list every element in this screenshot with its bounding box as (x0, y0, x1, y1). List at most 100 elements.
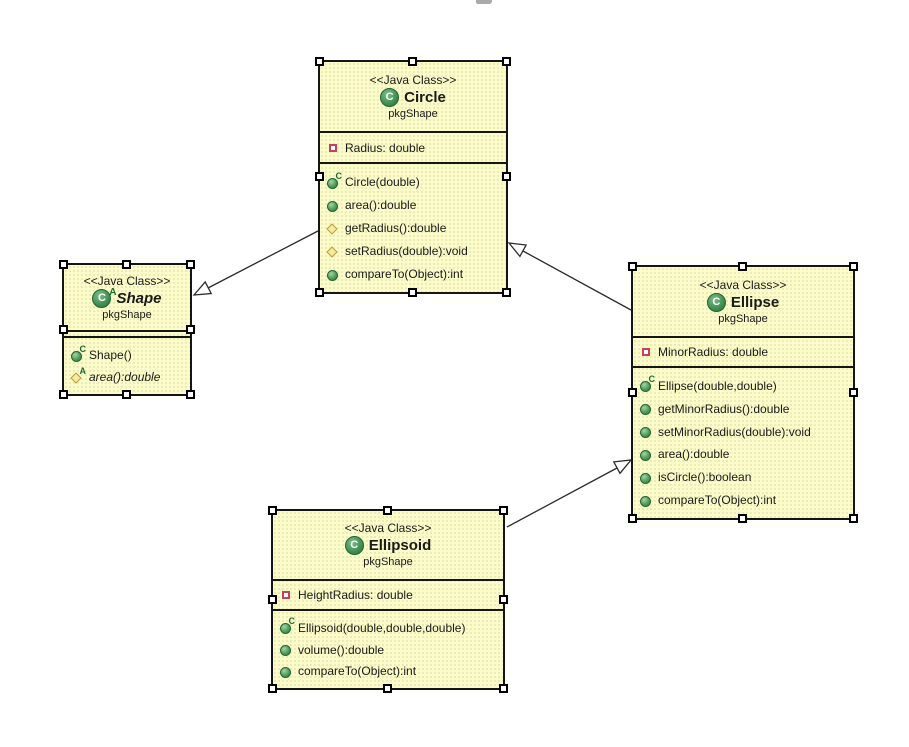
selection-handle[interactable] (738, 262, 747, 271)
class-box-ellipse[interactable]: <<Java Class>> C Ellipse pkgShape MinorR… (628, 262, 858, 523)
public-method-icon (640, 448, 652, 461)
method-row[interactable]: setMinorRadius(double):void (633, 425, 853, 439)
selection-handle[interactable] (186, 390, 195, 399)
method-row[interactable]: getRadius():double (320, 221, 506, 235)
package-label: pkgShape (102, 308, 152, 321)
selection-handle[interactable] (59, 260, 68, 269)
selection-handle[interactable] (408, 57, 417, 66)
method-row[interactable]: volume():double (273, 643, 503, 657)
method-row[interactable]: C Shape() (64, 344, 190, 362)
method-label: Circle(double) (345, 175, 420, 189)
attribute-row[interactable]: MinorRadius: double (633, 345, 853, 359)
method-row[interactable]: isCircle():boolean (633, 470, 853, 484)
method-row[interactable]: area():double (633, 447, 853, 461)
method-row[interactable]: getMinorRadius():double (633, 402, 853, 416)
attributes-compartment: Radius: double (320, 131, 506, 162)
method-row[interactable]: compareTo(Object):int (320, 267, 506, 281)
public-method-icon (640, 402, 652, 416)
constructor-icon: C (640, 374, 655, 393)
generalization-arrow-circle-to-shape[interactable] (192, 230, 319, 296)
selection-handle[interactable] (849, 387, 858, 397)
method-label: area():double (345, 198, 417, 212)
public-method-icon (640, 494, 652, 507)
selection-handle[interactable] (499, 506, 508, 515)
attribute-label: HeightRadius: double (298, 588, 413, 602)
method-row[interactable]: C Circle(double) (320, 171, 506, 189)
selection-handle[interactable] (268, 506, 277, 515)
class-icon-letter: C (385, 90, 394, 103)
selection-handle[interactable] (849, 262, 858, 271)
constructor-icon: C (327, 171, 342, 189)
method-label: volume():double (298, 642, 385, 657)
stereotype-label: <<Java Class>> (369, 72, 457, 87)
selection-handle[interactable] (59, 390, 68, 399)
protected-method-icon (326, 222, 339, 235)
generalization-arrow-ellipse-to-circle[interactable] (507, 242, 632, 311)
method-row[interactable]: A area():double (64, 366, 190, 384)
selection-handle[interactable] (315, 172, 324, 181)
method-row[interactable]: C Ellipsoid(double,double,double) (273, 616, 503, 635)
clipped-text-artifact (476, 0, 492, 4)
attribute-row[interactable]: HeightRadius: double (273, 588, 503, 602)
class-header: <<Java Class>> C Ellipsoid pkgShape (273, 511, 503, 579)
abstract-method-icon: A (70, 366, 86, 384)
class-box-circle[interactable]: <<Java Class>> C Circle pkgShape Radius:… (315, 57, 511, 297)
selection-handle[interactable] (383, 684, 392, 693)
selection-handle[interactable] (122, 390, 131, 399)
selection-handle[interactable] (628, 514, 637, 523)
public-method-icon (280, 665, 292, 678)
method-row[interactable]: C Ellipse(double,double) (633, 374, 853, 393)
selection-handle[interactable] (186, 324, 195, 334)
public-method-icon (640, 425, 652, 439)
selection-handle[interactable] (408, 288, 417, 297)
selection-handle[interactable] (499, 684, 508, 693)
method-label: Shape() (89, 348, 132, 362)
class-name: Ellipsoid (368, 537, 432, 554)
private-field-icon (329, 143, 337, 152)
protected-method-icon (326, 245, 339, 258)
selection-handle[interactable] (499, 594, 508, 604)
public-method-icon (327, 199, 339, 212)
selection-handle[interactable] (502, 288, 511, 297)
selection-handle[interactable] (268, 684, 277, 693)
selection-handle[interactable] (738, 514, 747, 523)
selection-handle[interactable] (59, 324, 68, 334)
selection-handle[interactable] (122, 260, 131, 269)
stereotype-label: <<Java Class>> (699, 277, 787, 292)
generalization-arrow-ellipsoid-to-ellipse[interactable] (506, 459, 633, 528)
selection-handle[interactable] (315, 57, 324, 66)
method-label: Ellipsoid(double,double,double) (298, 620, 466, 635)
public-method-icon (280, 643, 292, 656)
selection-handle[interactable] (268, 594, 277, 604)
selection-handle[interactable] (315, 288, 324, 297)
method-label: area():double (89, 370, 161, 384)
attributes-compartment-empty (64, 330, 190, 336)
selection-handle[interactable] (186, 260, 195, 269)
private-field-icon (642, 348, 650, 356)
method-row[interactable]: setRadius(double):void (320, 244, 506, 258)
selection-handle[interactable] (628, 387, 637, 397)
selection-handle[interactable] (502, 172, 511, 181)
class-header: <<Java Class>> C Ellipse pkgShape (633, 267, 853, 336)
class-name: Ellipse (730, 293, 780, 311)
method-label: compareTo(Object):int (658, 493, 777, 508)
stereotype-label: <<Java Class>> (344, 521, 432, 535)
class-name: Shape (116, 289, 162, 307)
class-box-ellipsoid[interactable]: <<Java Class>> C Ellipsoid pkgShape Heig… (268, 506, 508, 693)
selection-handle[interactable] (628, 262, 637, 271)
attribute-row[interactable]: Radius: double (320, 141, 506, 155)
selection-handle[interactable] (383, 506, 392, 515)
selection-handle[interactable] (502, 57, 511, 66)
method-row[interactable]: area():double (320, 198, 506, 212)
class-header: <<Java Class>> C Circle pkgShape (320, 62, 506, 131)
method-row[interactable]: compareTo(Object):int (273, 664, 503, 678)
public-method-icon (640, 471, 652, 484)
class-icon-letter: C (350, 539, 359, 551)
method-row[interactable]: compareTo(Object):int (633, 493, 853, 507)
methods-compartment: C Circle(double) area():double getRadius… (320, 162, 506, 292)
class-name: Circle (404, 88, 446, 106)
selection-handle[interactable] (849, 514, 858, 523)
